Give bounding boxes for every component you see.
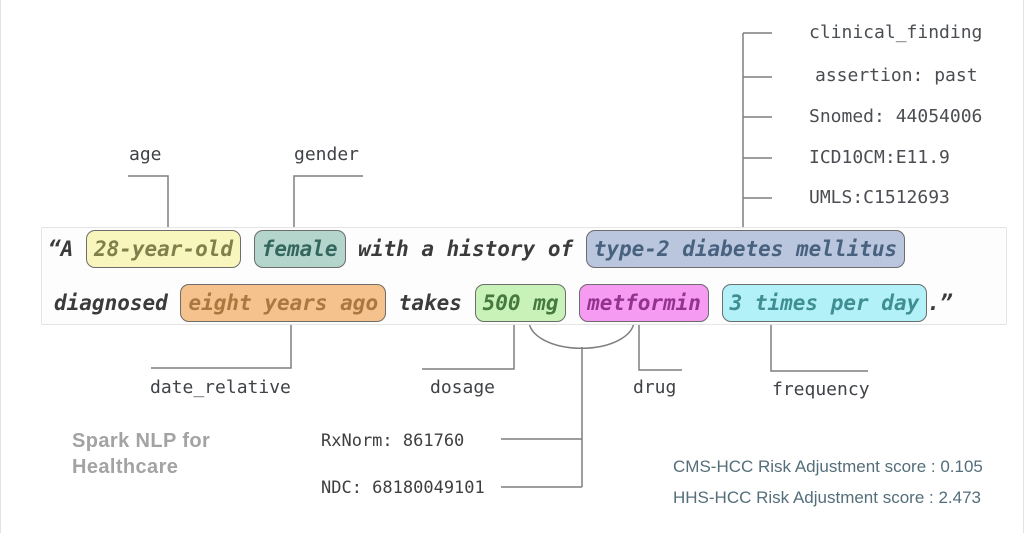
- drug-label: drug: [633, 377, 677, 398]
- brand-line-2: Healthcare: [72, 456, 179, 478]
- finding-detail-entity-type: clinical_finding: [809, 22, 983, 43]
- dosage-connector: [422, 321, 515, 370]
- date-relative-connector: [151, 322, 292, 369]
- sentence-line2-start-text: diagnosed: [54, 291, 181, 315]
- sentence-line-1: “A 28-year-old female with a history of …: [48, 229, 906, 269]
- brand-line-1: Spark NLP for: [72, 430, 211, 452]
- cms-hcc-risk-score: CMS-HCC Risk Adjustment score : 0.105: [673, 457, 983, 476]
- sentence-open-text: “A: [48, 237, 86, 261]
- date-relative-label: date_relative: [150, 377, 291, 398]
- finding-detail-icd10cm: ICD10CM:E11.9: [809, 147, 950, 168]
- entity-chip-gender: female: [253, 230, 346, 268]
- gender-connector: [293, 175, 363, 228]
- dosage-drug-arc: [528, 320, 635, 350]
- sentence-line-2: diagnosed eight years ago takes 500 mg m…: [54, 283, 953, 323]
- drug-connector: [638, 321, 682, 371]
- gender-label: gender: [294, 144, 360, 165]
- sentence-line2-mid-text: takes: [386, 291, 475, 315]
- frequency-label: frequency: [772, 379, 870, 400]
- rxnorm-code: RxNorm: 861760: [321, 431, 465, 451]
- sentence-mid-text: with a history of: [345, 237, 586, 261]
- hhs-hcc-risk-score: HHS-HCC Risk Adjustment score : 2.473: [673, 488, 981, 507]
- entity-chip-date-relative: eight years ago: [180, 284, 387, 322]
- entity-chip-age: 28-year-old: [85, 230, 242, 268]
- entity-chip-dosage: 500 mg: [474, 284, 567, 322]
- brand-logo-text: Spark NLP for Healthcare: [72, 428, 292, 480]
- finding-detail-umls: UMLS:C1512693: [809, 187, 950, 208]
- frequency-connector: [770, 322, 868, 372]
- entity-chip-clinical-finding: type-2 diabetes mellitus: [585, 230, 906, 268]
- dosage-label: dosage: [430, 377, 496, 398]
- sentence-end-text: .”: [927, 291, 953, 315]
- entity-chip-frequency: 3 times per day: [721, 284, 928, 322]
- age-label: age: [129, 144, 162, 165]
- finding-detail-snomed: Snomed: 44054006: [809, 106, 983, 127]
- entity-chip-drug: metformin: [579, 284, 709, 322]
- finding-detail-assertion: assertion: past: [815, 65, 978, 86]
- age-connector: [128, 175, 169, 228]
- ndc-code: NDC: 68180049101: [321, 478, 485, 498]
